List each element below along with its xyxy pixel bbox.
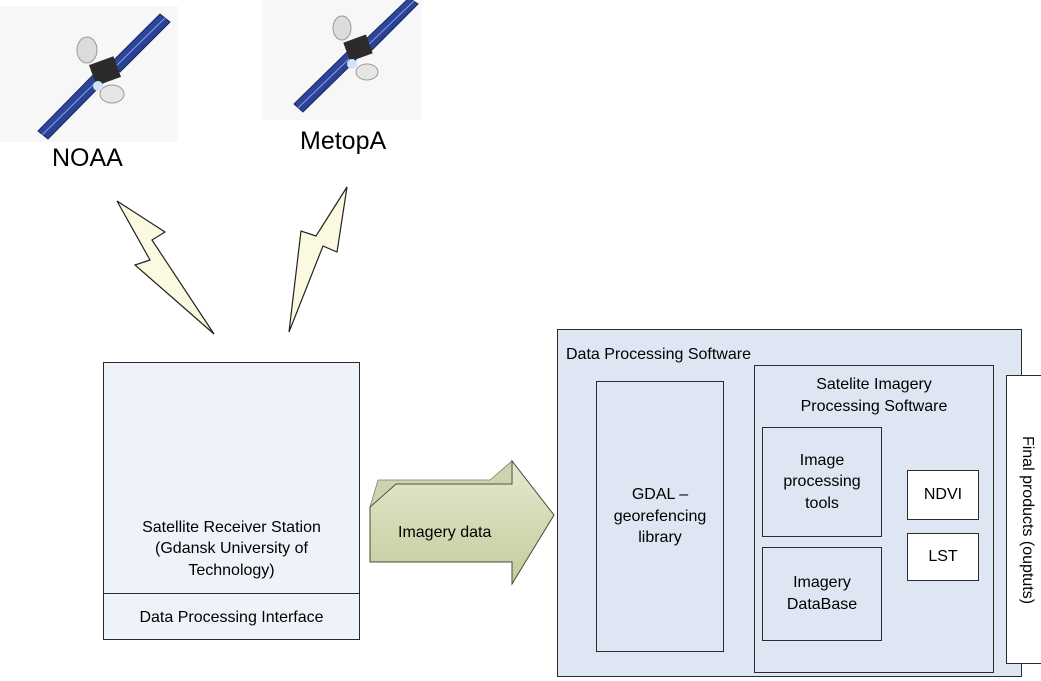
receiver-station-label: Satellite Receiver Station (Gdansk Unive… [104,514,359,584]
final-products-box: Final products (ouptuts) [1006,375,1041,664]
gdal-line-2: georefencing [613,507,707,525]
imagery-data-label: Imagery data [398,524,492,541]
metopa-signal-lightning-icon [288,186,348,333]
receiver-station-line-2: (Gdansk University of [155,540,308,558]
noaa-signal-lightning-icon [116,200,215,335]
data-processing-interface[interactable]: Data Processing Interface [103,593,360,641]
receiver-station-box: Satellite Receiver Station (Gdansk Unive… [103,362,360,640]
receiver-station-line-3: Technology) [188,561,275,579]
sips-line-2: Processing Software [800,397,948,415]
satellite-imagery-processing-title: Satelite Imagery Processing Software [755,374,993,417]
db-line-2: DataBase [786,596,858,613]
gdal-library-box: GDAL – georefencing library [596,381,724,652]
metopa-label: MetopA [300,127,387,155]
lst-box: LST [907,533,979,581]
receiver-station-line-1: Satellite Receiver Station [142,518,321,536]
gdal-line-1: GDAL – [631,486,689,504]
final-products-label: Final products (ouptuts) [1019,435,1036,605]
ndvi-box: NDVI [907,470,979,520]
data-processing-software-title: Data Processing Software [566,346,751,363]
imagery-data-arrow-shape [369,459,555,586]
gdal-line-3: library [638,529,682,547]
tools-line-1: Image [799,451,845,469]
db-line-1: Imagery [793,574,851,592]
sips-line-1: Satelite Imagery [816,376,932,393]
noaa-satellite-icon [0,6,178,142]
image-processing-tools-box: Image processing tools [762,427,882,537]
tools-line-2: processing [783,473,861,491]
metopa-satellite-icon [262,0,422,120]
tools-line-3: tools [805,494,839,512]
noaa-label: NOAA [52,144,123,172]
imagery-database-box: Imagery DataBase [762,547,882,641]
